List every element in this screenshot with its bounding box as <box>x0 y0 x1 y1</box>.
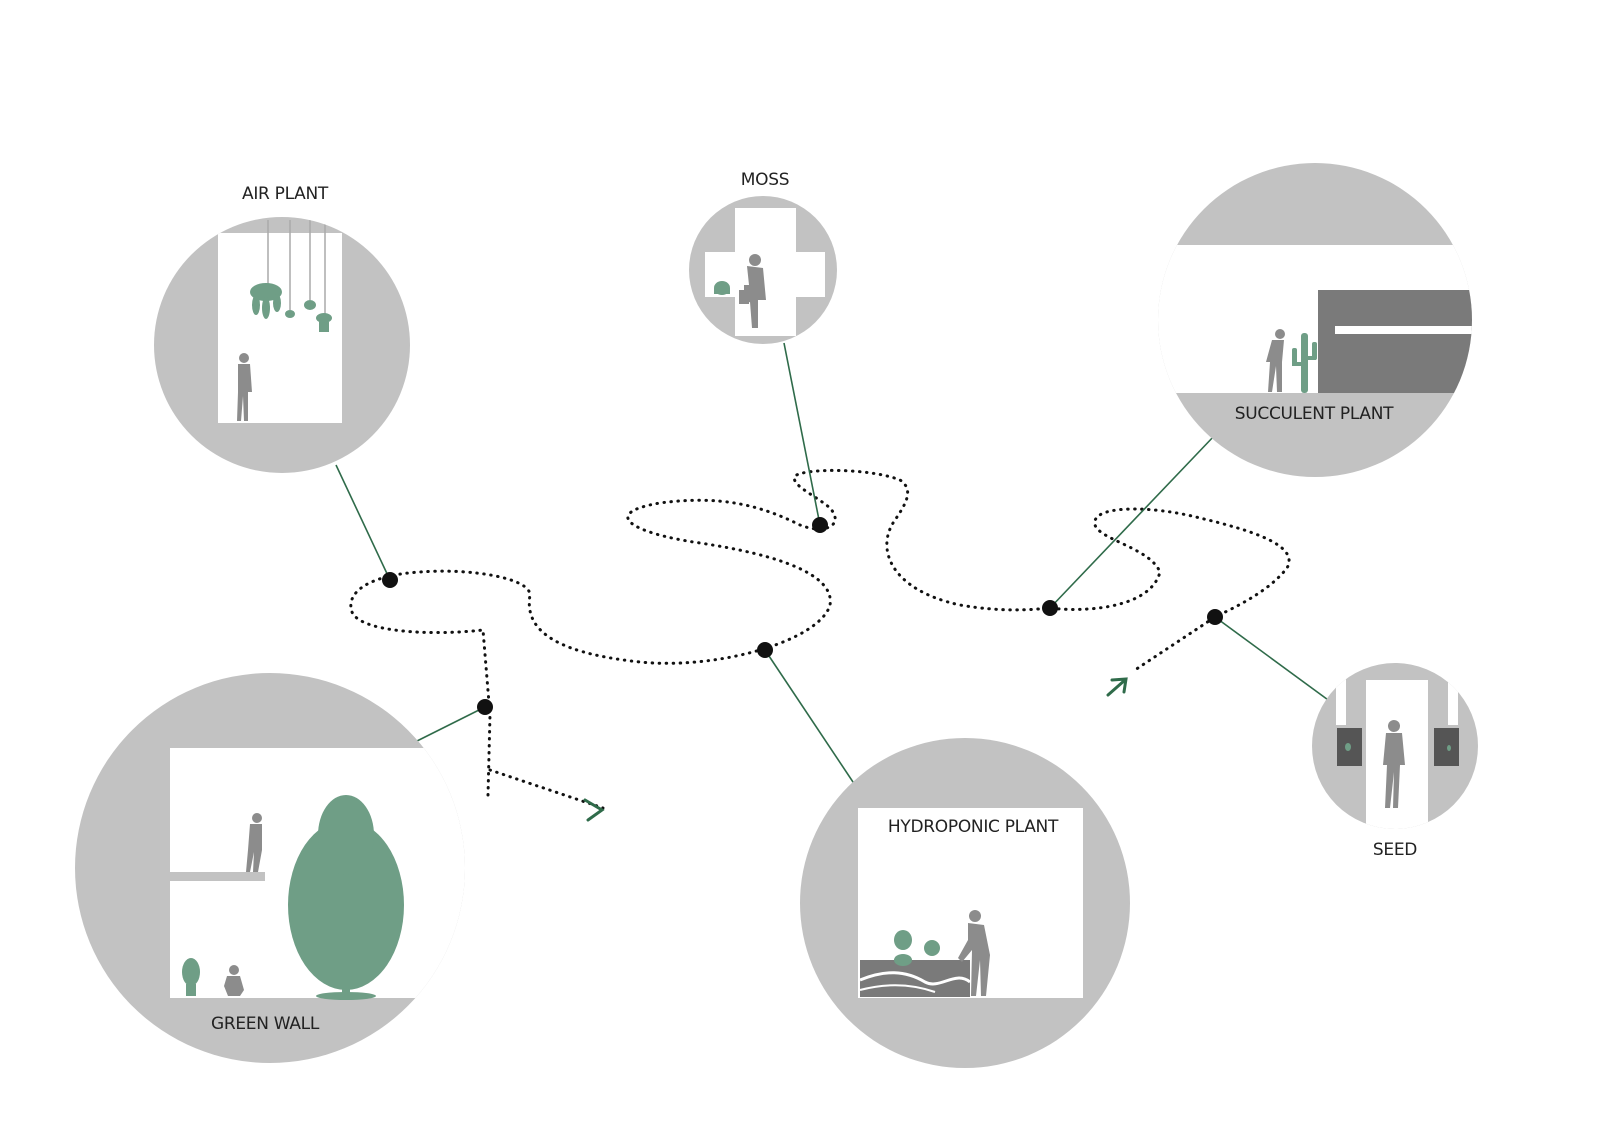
succulent-plant-circle <box>1158 163 1472 477</box>
leader-lines <box>335 342 1336 786</box>
moss-circle <box>689 196 837 344</box>
hydroponic-plant-label: HYDROPONIC PLANT <box>887 817 1059 837</box>
arrow-icon <box>583 798 605 822</box>
potted-plant-icon <box>182 958 200 996</box>
person-figure <box>739 254 766 328</box>
journey-path-end <box>488 768 605 810</box>
person-figure <box>1383 720 1405 808</box>
cactus-icon <box>1292 333 1317 393</box>
person-figure <box>958 910 990 996</box>
green-wall-circle <box>75 673 465 1063</box>
seed-label: SEED <box>1372 840 1418 860</box>
person-figure <box>237 353 252 421</box>
path-nodes <box>382 517 1223 715</box>
hydroponic-plants-icon <box>894 930 940 966</box>
air-plant-circle <box>154 217 410 473</box>
moss-label: MOSS <box>740 170 790 190</box>
hydroponic-plant-circle <box>800 738 1130 1068</box>
air-plant-label: AIR PLANT <box>241 184 329 204</box>
moss-plant-icon <box>714 281 730 295</box>
green-wall-label: GREEN WALL <box>210 1014 320 1034</box>
tree-icon <box>288 795 404 1000</box>
journey-path <box>349 468 1291 797</box>
succulent-plant-label: SUCCULENT PLANT <box>1234 404 1394 424</box>
person-figure <box>224 813 262 996</box>
arrow-icon <box>1106 677 1128 697</box>
person-figure <box>1266 329 1285 392</box>
hanging-plant-icon <box>250 283 332 332</box>
seed-circle <box>1312 663 1478 829</box>
